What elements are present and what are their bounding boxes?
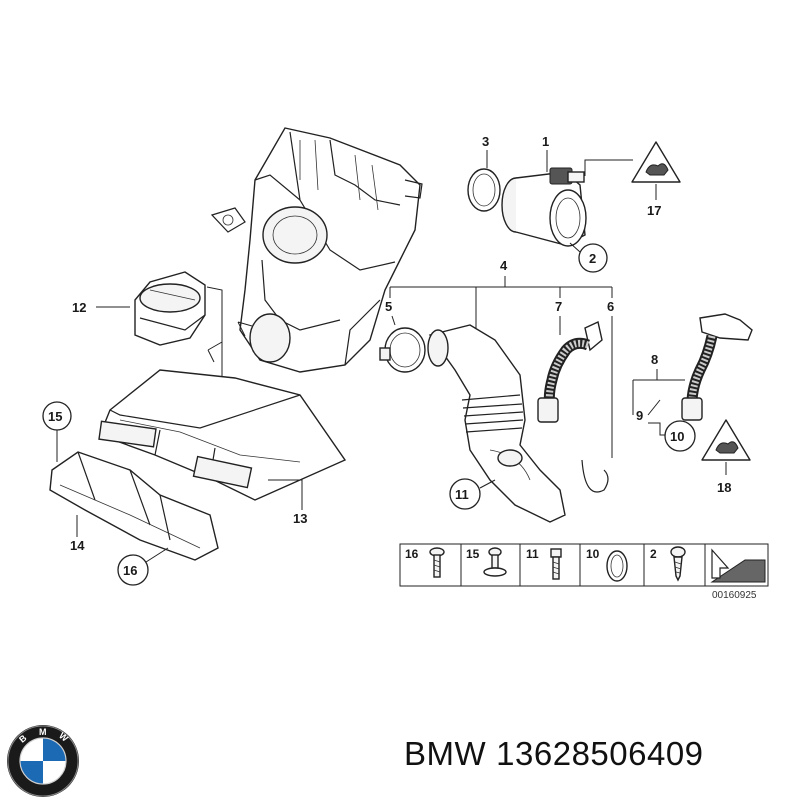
warning-label-18 xyxy=(701,419,751,461)
legend-item-11: 11 xyxy=(526,547,539,561)
label-11: 11 xyxy=(455,487,469,502)
label-6: 6 xyxy=(607,299,614,314)
leader-1-17 xyxy=(584,159,633,176)
diagram-code: 00160925 xyxy=(712,590,757,601)
label-1: 1 xyxy=(542,134,549,149)
brand-name: BMW xyxy=(404,735,487,772)
label-12: 12 xyxy=(72,300,86,315)
svg-text:B: B xyxy=(17,732,29,744)
leader-4 xyxy=(389,276,613,330)
clip-15-icon xyxy=(483,547,507,577)
screw-2-icon xyxy=(670,546,686,582)
callout-16 xyxy=(117,554,149,586)
legend-item-10: 10 xyxy=(586,547,600,561)
bmw-logo: B M W xyxy=(7,725,79,797)
leader-2 xyxy=(569,242,581,253)
legend-item-16: 16 xyxy=(405,547,419,561)
intake-duct xyxy=(427,324,566,523)
label-7: 7 xyxy=(555,299,562,314)
label-14: 14 xyxy=(70,538,85,553)
reference-arrow-icon xyxy=(710,548,766,583)
label-18: 18 xyxy=(717,480,731,495)
legend-item-2: 2 xyxy=(650,547,657,561)
vent-hose-7 xyxy=(537,321,603,423)
wire-clip xyxy=(581,459,609,493)
callout-2 xyxy=(578,243,608,273)
label-16: 16 xyxy=(123,563,137,578)
part-number: 13628506409 xyxy=(496,735,704,772)
leader-13 xyxy=(268,479,303,510)
label-3: 3 xyxy=(482,134,489,149)
o-ring-10-icon xyxy=(606,550,628,582)
label-13: 13 xyxy=(293,511,307,526)
intake-snorkel xyxy=(134,271,206,346)
legend-item-15: 15 xyxy=(466,547,480,561)
label-10: 10 xyxy=(670,429,684,444)
housing-dashes-2 xyxy=(207,341,223,363)
label-17: 17 xyxy=(647,203,661,218)
warning-label-17 xyxy=(631,141,681,183)
hose-clamp xyxy=(379,327,426,373)
leader-11 xyxy=(479,479,496,489)
bolt-11-icon xyxy=(550,548,562,580)
leader-5 xyxy=(391,315,396,326)
vent-hose-8 xyxy=(681,313,753,421)
label-4: 4 xyxy=(500,258,508,273)
parts-diagram: 12 13 14 15 16 3 1 2 xyxy=(42,127,769,601)
label-2: 2 xyxy=(589,251,596,266)
screw-16-icon xyxy=(429,547,445,578)
label-8: 8 xyxy=(651,352,658,367)
air-mass-sensor xyxy=(501,167,587,247)
leader-8-9 xyxy=(632,369,685,436)
callout-11 xyxy=(449,478,481,510)
bottom-duct xyxy=(49,451,219,561)
callout-10 xyxy=(664,420,696,452)
small-parts-legend: 16 15 11 10 2 xyxy=(399,543,769,587)
label-5: 5 xyxy=(385,299,392,314)
air-filter-housing xyxy=(210,127,423,373)
svg-text:M: M xyxy=(39,727,47,737)
label-9: 9 xyxy=(636,408,643,423)
housing-dashes xyxy=(237,321,253,337)
leader-12-bracket xyxy=(206,286,223,381)
leader-16 xyxy=(145,547,169,563)
label-15: 15 xyxy=(48,409,62,424)
